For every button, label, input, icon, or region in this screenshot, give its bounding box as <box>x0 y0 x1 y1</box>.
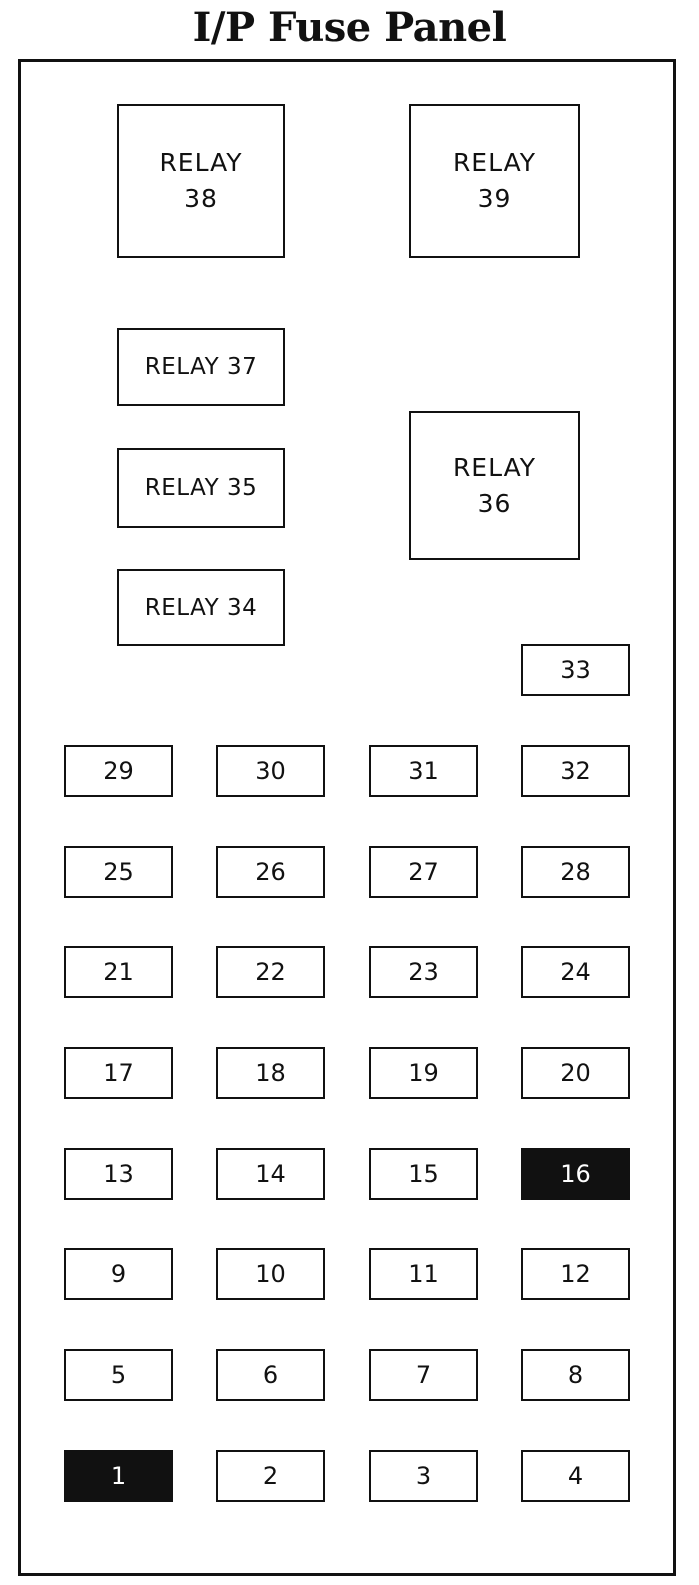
fuse-33: 33 <box>521 644 630 696</box>
fuse-2-label: 2 <box>262 1462 279 1490</box>
fuse-3-label: 3 <box>415 1462 432 1490</box>
fuse-14: 14 <box>216 1148 325 1200</box>
fuse-31: 31 <box>369 745 478 797</box>
relay-37: RELAY 37 <box>117 328 285 406</box>
fuse-1: 1 <box>64 1450 173 1502</box>
relay-35: RELAY 35 <box>117 448 285 528</box>
relay-39-number: 39 <box>477 184 512 213</box>
fuse-29: 29 <box>64 745 173 797</box>
fuse-26: 26 <box>216 846 325 898</box>
fuse-33-label: 33 <box>560 656 591 684</box>
fuse-32: 32 <box>521 745 630 797</box>
fuse-7: 7 <box>369 1349 478 1401</box>
fuse-29-label: 29 <box>103 757 134 785</box>
fuse-18-label: 18 <box>255 1059 286 1087</box>
fuse-5: 5 <box>64 1349 173 1401</box>
fuse-4-label: 4 <box>567 1462 584 1490</box>
relay-36-number: 36 <box>477 488 512 518</box>
fuse-panel-outline <box>18 59 676 1576</box>
fuse-11-label: 11 <box>408 1260 439 1288</box>
fuse-4: 4 <box>521 1450 630 1502</box>
fuse-30-label: 30 <box>255 757 286 785</box>
fuse-24: 24 <box>521 946 630 998</box>
relay-36: RELAY 36 <box>409 411 580 560</box>
fuse-6: 6 <box>216 1349 325 1401</box>
fuse-13: 13 <box>64 1148 173 1200</box>
fuse-26-label: 26 <box>255 858 286 886</box>
fuse-20: 20 <box>521 1047 630 1099</box>
relay-36-label: RELAY <box>452 452 537 482</box>
fuse-22: 22 <box>216 946 325 998</box>
fuse-28: 28 <box>521 846 630 898</box>
fuse-3: 3 <box>369 1450 478 1502</box>
fuse-23-label: 23 <box>408 958 439 986</box>
fuse-6-label: 6 <box>262 1361 279 1389</box>
fuse-22-label: 22 <box>255 958 286 986</box>
fuse-23: 23 <box>369 946 478 998</box>
fuse-28-label: 28 <box>560 858 591 886</box>
fuse-19: 19 <box>369 1047 478 1099</box>
fuse-30: 30 <box>216 745 325 797</box>
fuse-15-label: 15 <box>408 1160 439 1188</box>
relay-35-label: RELAY 35 <box>144 475 258 501</box>
fuse-10: 10 <box>216 1248 325 1300</box>
fuse-11: 11 <box>369 1248 478 1300</box>
fuse-17: 17 <box>64 1047 173 1099</box>
relay-39: RELAY 39 <box>409 104 580 258</box>
relay-34-label: RELAY 34 <box>144 594 258 621</box>
relay-34: RELAY 34 <box>117 569 285 646</box>
fuse-21-label: 21 <box>103 958 134 986</box>
fuse-12: 12 <box>521 1248 630 1300</box>
relay-37-label: RELAY 37 <box>144 354 258 380</box>
relay-38-label: RELAY <box>159 148 243 177</box>
fuse-19-label: 19 <box>408 1059 439 1087</box>
fuse-7-label: 7 <box>415 1361 432 1389</box>
fuse-31-label: 31 <box>408 757 439 785</box>
relay-38: RELAY 38 <box>117 104 285 258</box>
fuse-16: 16 <box>521 1148 630 1200</box>
fuse-10-label: 10 <box>255 1260 286 1288</box>
fuse-5-label: 5 <box>110 1361 127 1389</box>
fuse-8-label: 8 <box>567 1361 584 1389</box>
fuse-17-label: 17 <box>103 1059 134 1087</box>
fuse-21: 21 <box>64 946 173 998</box>
fuse-18: 18 <box>216 1047 325 1099</box>
fuse-2: 2 <box>216 1450 325 1502</box>
fuse-27: 27 <box>369 846 478 898</box>
relay-38-number: 38 <box>184 184 218 213</box>
fuse-1-label: 1 <box>110 1462 127 1490</box>
diagram-title: I/P Fuse Panel <box>192 4 507 51</box>
fuse-8: 8 <box>521 1349 630 1401</box>
fuse-9: 9 <box>64 1248 173 1300</box>
fuse-25: 25 <box>64 846 173 898</box>
fuse-15: 15 <box>369 1148 478 1200</box>
fuse-20-label: 20 <box>560 1059 591 1087</box>
fuse-25-label: 25 <box>103 858 134 886</box>
fuse-14-label: 14 <box>255 1160 286 1188</box>
fuse-9-label: 9 <box>110 1260 127 1288</box>
fuse-27-label: 27 <box>408 858 439 886</box>
fuse-13-label: 13 <box>103 1160 134 1188</box>
fuse-24-label: 24 <box>560 958 591 986</box>
relay-39-label: RELAY <box>452 148 537 177</box>
fuse-12-label: 12 <box>560 1260 591 1288</box>
fuse-32-label: 32 <box>560 757 591 785</box>
fuse-16-label: 16 <box>560 1160 591 1188</box>
